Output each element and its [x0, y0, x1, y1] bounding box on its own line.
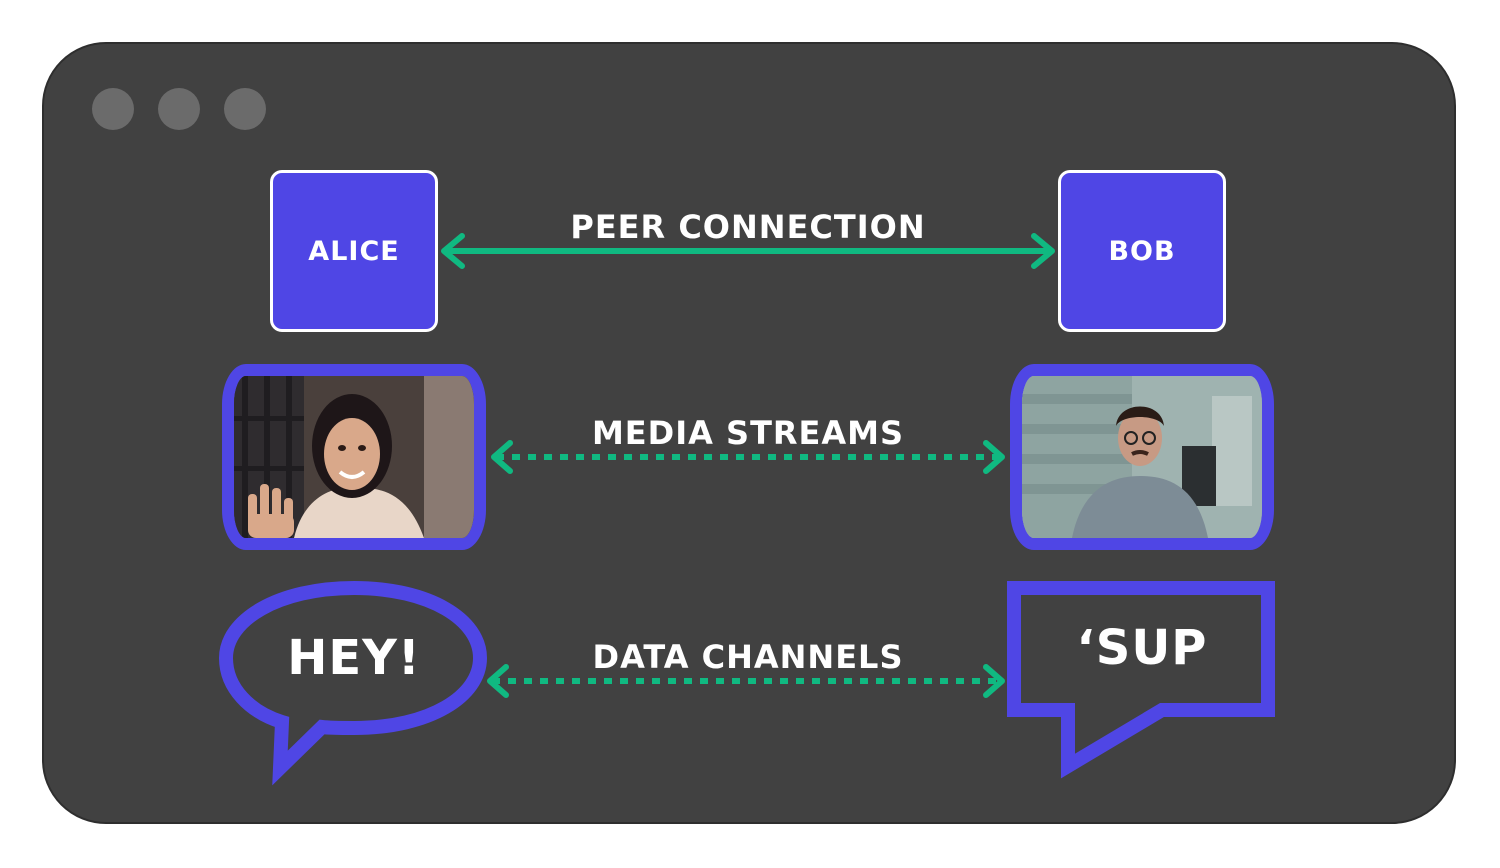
bob-video-frame [1010, 364, 1274, 550]
alice-message-text: HEY! [287, 630, 421, 686]
alice-video-frame [222, 364, 486, 550]
media-streams-label: MEDIA STREAMS [591, 414, 905, 452]
bob-message-text: ‘SUP [1076, 620, 1208, 676]
window-control-dot-1[interactable] [92, 88, 134, 130]
peer-box-alice: ALICE [270, 170, 438, 332]
peer-label-alice: ALICE [308, 235, 400, 267]
peer-connection-label: PEER CONNECTION [570, 208, 926, 246]
waving-hand [248, 484, 294, 538]
peer-box-bob: BOB [1058, 170, 1226, 332]
alice-video-feed [234, 376, 474, 538]
bob-video-feed [1022, 376, 1262, 538]
window-control-dot-2[interactable] [158, 88, 200, 130]
data-channels-label: DATA CHANNELS [592, 638, 904, 676]
peer-label-bob: BOB [1108, 235, 1176, 267]
window-control-dot-3[interactable] [224, 88, 266, 130]
